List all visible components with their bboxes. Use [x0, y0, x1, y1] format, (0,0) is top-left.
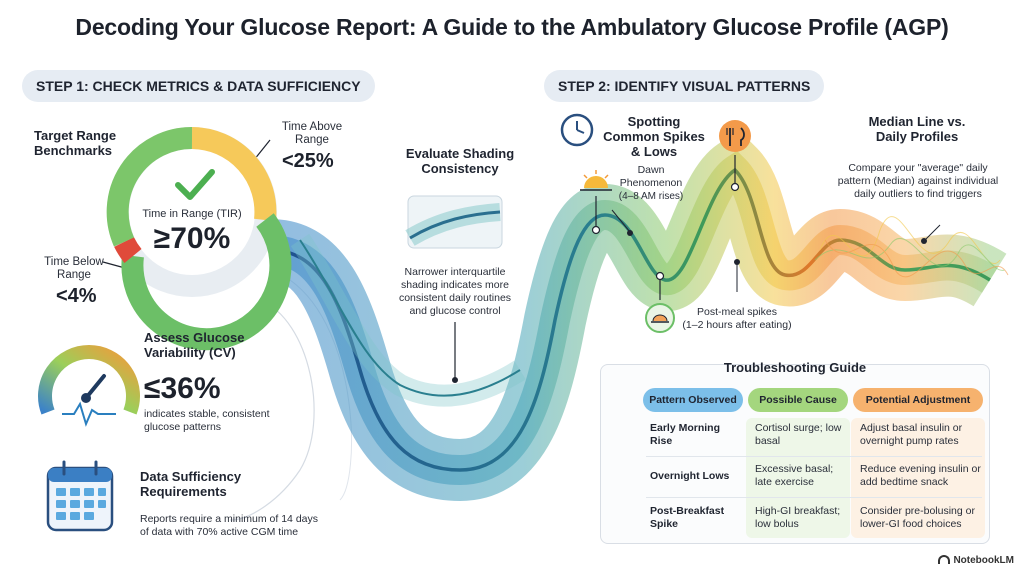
connector-line [229, 299, 315, 521]
header-pattern: Pattern Observed [643, 388, 743, 412]
tir-ring [106, 126, 292, 351]
sufficiency-description: Reports require a minimum of 14 days of … [140, 513, 318, 538]
row3-cause: High-GI breakfast; low bolus [755, 505, 841, 530]
step1-label: STEP 1: CHECK METRICS & DATA SUFFICIENCY [22, 70, 375, 102]
sufficiency-heading: Data Sufficiency Requirements [140, 469, 242, 499]
row3-adjustment: Consider pre-bolusing or lower-GI food c… [860, 505, 975, 530]
row3-pattern: Post-Breakfast Spike [650, 505, 725, 530]
row1-pattern: Early Morning Rise [650, 422, 721, 447]
calendar-icon [46, 460, 114, 532]
troubleshooting-title: Troubleshooting Guide [723, 360, 867, 375]
tir-label: Time in Range (TIR) [142, 208, 242, 220]
median-line [269, 167, 991, 472]
daily-outlier-lines [814, 216, 1009, 278]
row2-adjustment: Reduce evening insulin or add bedtime sn… [860, 463, 981, 488]
variability-heading: Assess Glucose Variability (CV) [144, 330, 245, 360]
post-meal-title: Post-meal spikes [697, 306, 777, 318]
median-heading: Median Line vs. Daily Profiles [868, 114, 966, 144]
row1-adjustment: Adjust basal insulin or overnight pump r… [860, 422, 963, 447]
median-description: Compare your "average" daily pattern (Me… [837, 162, 999, 200]
row2-cause: Excessive basal; late exercise [755, 463, 834, 488]
header-cause: Possible Cause [748, 388, 848, 412]
tar-value: <25% [282, 150, 334, 172]
brand-text: NotebookLM [953, 555, 1014, 566]
header-adjustment: Potential Adjustment [853, 388, 983, 412]
step2-label: STEP 2: IDENTIFY VISUAL PATTERNS [544, 70, 825, 102]
spikes-heading: Spotting Common Spikes & Lows [603, 114, 705, 159]
target-range-heading: Target Range Benchmarks [34, 128, 117, 158]
cv-value: ≤36% [144, 372, 221, 405]
dawn-note: (4–8 AM rises) [618, 191, 684, 202]
shading-description: Narrower interquartile shading indicates… [398, 266, 512, 317]
row2-pattern: Overnight Lows [650, 470, 730, 482]
shading-heading: Evaluate Shading Consistency [405, 146, 515, 176]
brand-label: NotebookLM [938, 555, 1014, 566]
dawn-title: Dawn Phenomenon [619, 164, 683, 189]
checkmark-icon [175, 169, 215, 200]
speedometer-icon [38, 345, 140, 427]
sunrise-icon [580, 170, 612, 191]
tbr-value: <4% [56, 285, 97, 307]
row1-cause: Cortisol surge; low basal [755, 422, 842, 447]
post-meal-note: (1–2 hours after eating) [682, 319, 792, 331]
brand-logo-icon [938, 555, 951, 564]
row-divider [646, 497, 982, 498]
tir-value: ≥70% [153, 222, 231, 255]
row-divider [646, 456, 982, 457]
fork-knife-icon [719, 120, 751, 152]
clock-icon [560, 113, 594, 147]
cause-column-bg [746, 418, 850, 538]
adjustment-column-bg [851, 418, 985, 538]
tbr-label: Time Below Range [44, 256, 104, 281]
page-title: Decoding Your Glucose Report: A Guide to… [75, 14, 949, 40]
tar-label: Time Above Range [281, 121, 343, 146]
cv-description: indicates stable, consistent glucose pat… [144, 408, 270, 433]
meal-icon [645, 303, 675, 333]
